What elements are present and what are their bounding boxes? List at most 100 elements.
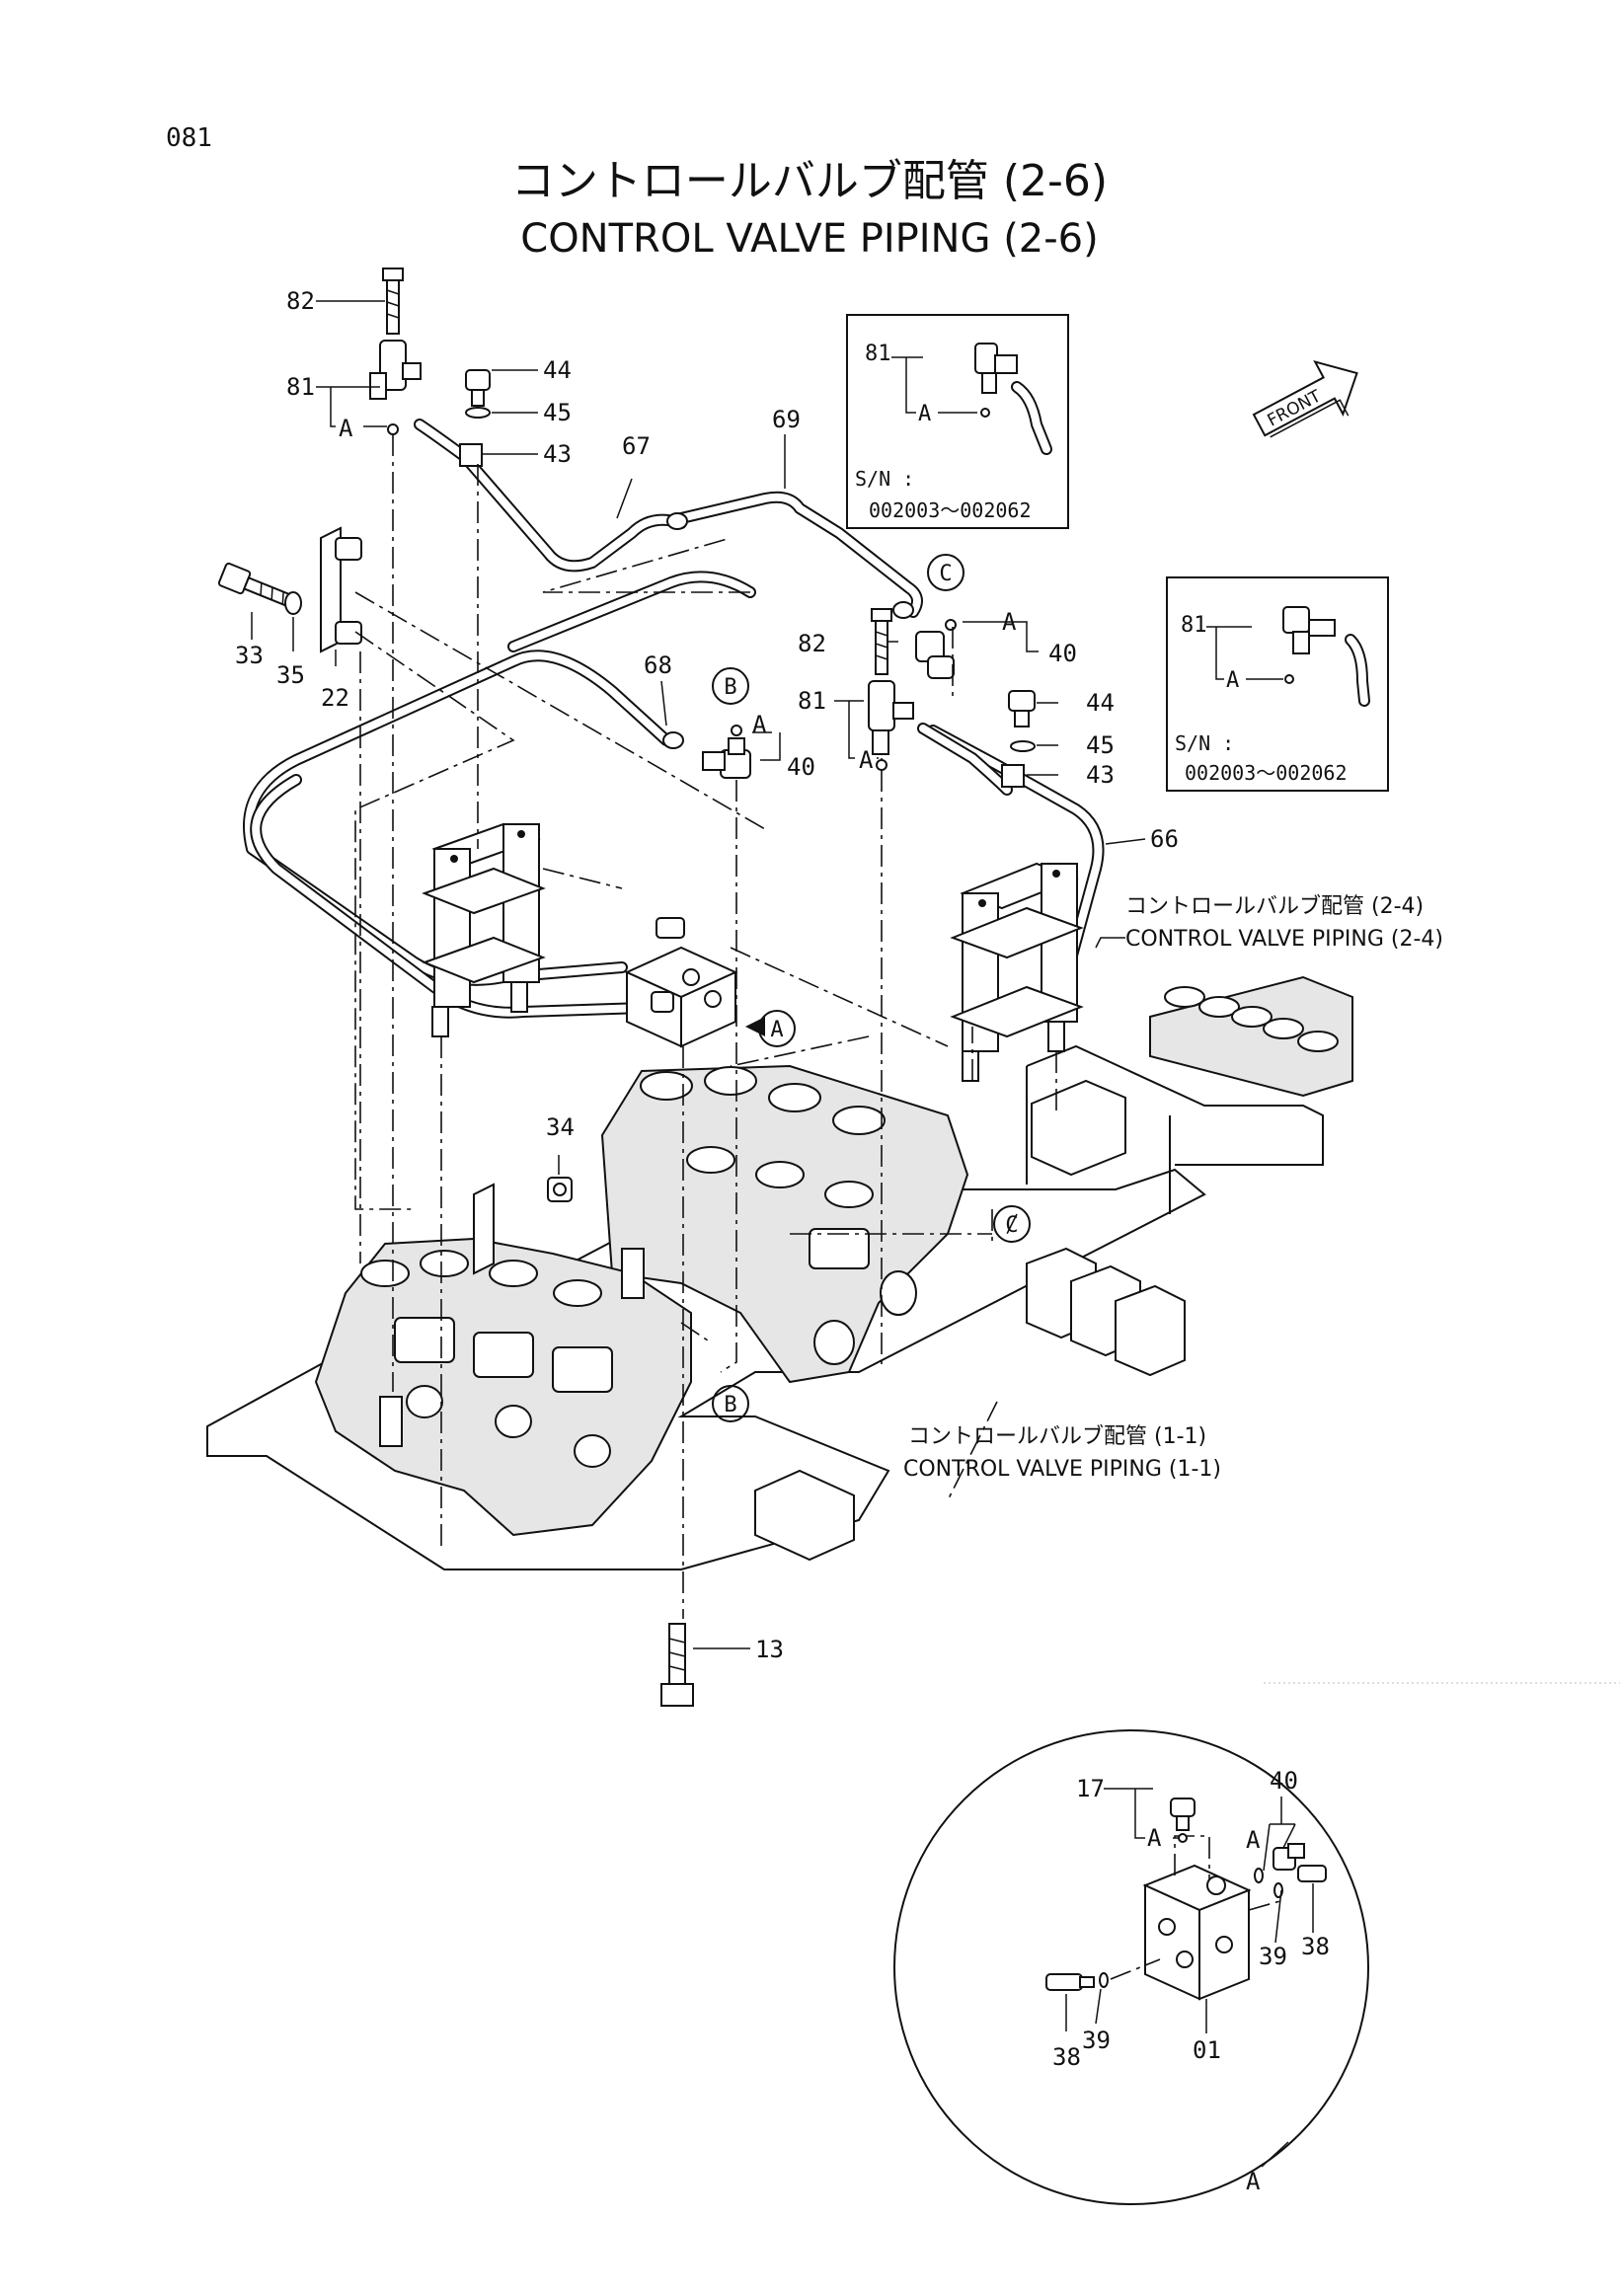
plug-44-top: [459, 369, 491, 467]
callout-67: 67: [622, 432, 651, 460]
elbow-fitting-40-b: [702, 725, 751, 779]
cross-ref-1-1-jp: コントロールバルブ配管 (1-1): [908, 1424, 1206, 1449]
callout-69: 69: [772, 406, 801, 433]
inset-2-sn-label: S/N :: [1175, 731, 1234, 755]
title-english: CONTROL VALVE PIPING (2-6): [520, 216, 1098, 262]
bolt-82-top: [382, 268, 404, 335]
circle-ref-c-right: C: [993, 1205, 1031, 1243]
detail-callout-a2: A: [1246, 1826, 1261, 1854]
cross-ref-2-4-jp: コントロールバルブ配管 (2-4): [1125, 894, 1424, 919]
circle-ref-b-top: B: [712, 667, 749, 705]
callout-13: 13: [755, 1636, 784, 1663]
callout-44-right: 44: [1086, 689, 1115, 717]
callout-43-right: 43: [1086, 761, 1115, 789]
callout-40-c: 40: [1048, 640, 1077, 667]
circle-ref-c-top: C: [927, 554, 964, 591]
inset-box-sn-2: 81 A S/N : 002003～002062: [1166, 576, 1389, 792]
small-blocks-right: [1026, 1079, 1186, 1377]
bracket-22: [320, 526, 362, 653]
callout-22: 22: [321, 684, 349, 712]
callout-68: 68: [644, 651, 672, 679]
small-block-bottom: [754, 1469, 855, 1562]
pipe-clamp-right: [950, 862, 1084, 1082]
callout-81-top: 81: [286, 373, 315, 401]
inset-1-ref: A: [918, 402, 931, 426]
callout-66: 66: [1150, 825, 1179, 853]
control-valve-rear: [600, 1064, 969, 1384]
manifold-block: [624, 917, 738, 1048]
callout-leaders: [251, 300, 1146, 1649]
callout-35: 35: [276, 661, 305, 689]
inset-1-part-number: 81: [865, 342, 891, 366]
inset-2-ref: A: [1226, 668, 1239, 693]
detail-view-a: 17 A 40 A 39 38 39 38 01 A: [893, 1729, 1369, 2205]
callout-33: 33: [235, 642, 264, 669]
detail-callout-01: 01: [1193, 2036, 1221, 2064]
detail-callout-39-right: 39: [1259, 1943, 1287, 1970]
bolt-33: [217, 562, 296, 609]
circle-ref-b-bottom: B: [712, 1385, 749, 1422]
inset-box-sn-1: 81 A S/N : 002003～002062: [846, 314, 1069, 529]
dash-line-b-ref: [680, 1322, 712, 1343]
nut-34: [547, 1177, 573, 1202]
svg-text:B: B: [724, 675, 736, 700]
dash-line-11-ref: [947, 1401, 998, 1501]
page-number: 081: [166, 123, 212, 153]
detail-callout-38-right: 38: [1301, 1933, 1330, 1960]
svg-text:C: C: [939, 562, 952, 586]
inset-1-sn-range: 002003～002062: [869, 498, 1032, 522]
cross-ref-2-4-en: CONTROL VALVE PIPING (2-4): [1125, 927, 1443, 952]
fitting-67-end: [666, 512, 688, 530]
inset-2-sn-range: 002003～002062: [1185, 761, 1348, 785]
inset-2-part-number: 81: [1181, 613, 1207, 638]
detail-callout-a1: A: [1147, 1824, 1162, 1852]
pipe-loop: [250, 571, 756, 1019]
detail-callout-40: 40: [1270, 1767, 1298, 1795]
svg-text:C: C: [1005, 1213, 1018, 1238]
callout-44-top: 44: [543, 356, 572, 384]
bolt-82-mid: [871, 608, 892, 675]
callout-45-right: 45: [1086, 731, 1115, 759]
callout-a-mid: A: [859, 746, 874, 774]
pipe-67: [414, 419, 687, 573]
dash-line-c-ref: [790, 1209, 993, 1244]
callout-34: 34: [546, 1113, 575, 1141]
pipe-clamp-left: [422, 822, 546, 1037]
inset-1-sn-label: S/N :: [855, 467, 914, 491]
circle-ref-a-mid: A: [745, 1010, 796, 1047]
fitting-68-end: [662, 731, 684, 749]
support-frame: [1026, 1044, 1324, 1166]
svg-text:A: A: [770, 1018, 783, 1042]
control-valve-front: [314, 1237, 692, 1537]
dash-line-c: [881, 627, 954, 1367]
solenoid-block: [1149, 975, 1353, 1098]
bracket-34: [473, 1183, 495, 1275]
callout-40-b: 40: [787, 753, 815, 781]
callout-43-top: 43: [543, 440, 572, 468]
dash-line-frame: [542, 537, 1018, 1235]
detail-callout-17: 17: [1076, 1775, 1105, 1802]
tee-fitting-81-mid: [868, 680, 914, 771]
callout-a-b: A: [752, 711, 767, 738]
detail-callout-38-left: 38: [1052, 2043, 1081, 2071]
detail-callout-39-left: 39: [1082, 2027, 1111, 2054]
pipe-69: [675, 491, 923, 618]
svg-text:B: B: [724, 1393, 736, 1417]
bolt-13: [660, 1623, 694, 1707]
detail-view-label: A: [1246, 2168, 1261, 2195]
callout-a-c: A: [1002, 608, 1017, 636]
callout-81-mid: 81: [798, 687, 826, 715]
callout-45-top: 45: [543, 399, 572, 426]
dash-line-right-bolt: [971, 1027, 1057, 1110]
callout-82-top: 82: [286, 287, 315, 315]
cross-ref-1-1-en: CONTROL VALVE PIPING (1-1): [903, 1457, 1221, 1482]
dash-line-bracket: [354, 591, 766, 1210]
front-arrow-icon: FRONT: [1252, 359, 1358, 438]
plug-44-right: [1001, 690, 1036, 788]
title-japanese: コントロールバルブ配管 (2-6): [511, 156, 1108, 206]
tee-fitting-81-top: [369, 340, 422, 435]
callout-82-mid: 82: [798, 630, 826, 657]
elbow-fitting-40-c: [892, 601, 957, 679]
washer-35: [284, 591, 302, 615]
